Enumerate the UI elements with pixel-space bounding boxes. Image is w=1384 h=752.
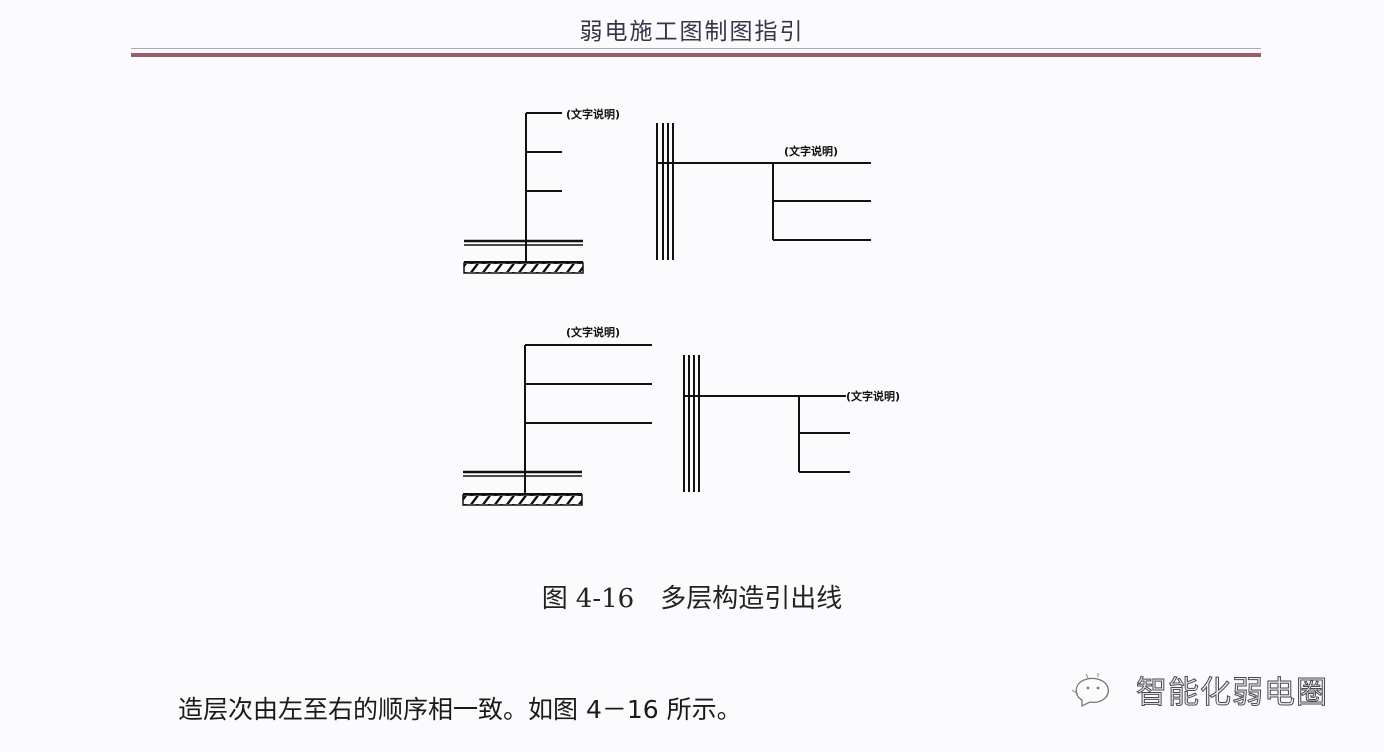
- header-divider-thick: [131, 53, 1261, 57]
- label-bottom-left: (文字说明): [566, 325, 620, 339]
- label-bottom-right: (文字说明): [846, 389, 900, 403]
- caption-prefix: 图: [541, 584, 568, 614]
- slab-hatch-top: [463, 262, 584, 274]
- header-divider-thin: [131, 48, 1261, 49]
- diagram-top-right: [656, 123, 871, 260]
- watermark-text: 智能化弱电圈: [1136, 675, 1328, 712]
- diagram-bottom-right: [683, 355, 850, 492]
- slab-hatch-bottom: [462, 494, 583, 506]
- caption-title: 多层构造引出线: [660, 584, 843, 614]
- label-top-right: (文字说明): [784, 144, 838, 158]
- watermark: 智能化弱电圈: [1068, 667, 1328, 712]
- wechat-bubble-icon: [1071, 672, 1109, 707]
- body-paragraph: 造层次由左至右的顺序相一致。如图 4－16 所示。: [178, 695, 742, 724]
- figure-diagrams: (文字说明) (文字说明) (文字说明) (文字说明): [462, 107, 900, 506]
- diagram-bottom-left: [463, 344, 652, 497]
- diagram-top-left: [464, 112, 583, 268]
- caption-number: 4-16: [575, 584, 635, 614]
- label-top-left: (文字说明): [566, 107, 620, 121]
- page-header-title: 弱电施工图制图指引: [579, 19, 805, 45]
